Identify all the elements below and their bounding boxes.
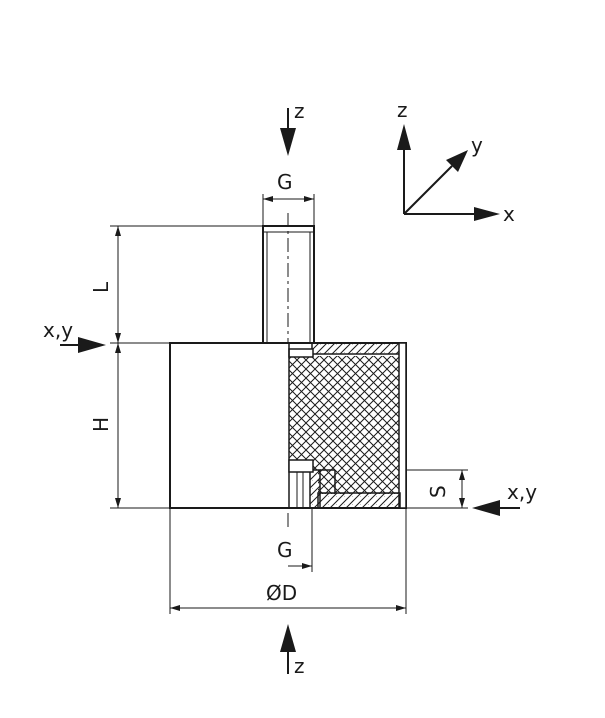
section-bottom-insert: [288, 459, 401, 509]
z-top-arrow: [280, 108, 296, 156]
xy-left-arrow: [60, 337, 106, 353]
axis-z-label: z: [397, 98, 408, 122]
section-top-plate: [288, 342, 407, 509]
g-top-dimension: [262, 194, 315, 228]
xy-left-label: x,y: [43, 318, 73, 342]
xy-right-label: x,y: [507, 480, 537, 504]
axis-y-label: y: [471, 133, 483, 157]
z-bottom-label: z: [294, 654, 305, 678]
z-top-label: z: [294, 99, 305, 123]
s-dimension: [406, 469, 468, 509]
l-h-dimensions: [110, 225, 263, 509]
g-bottom-dimension: [288, 508, 313, 572]
h-label: H: [89, 417, 113, 432]
z-bottom-arrow: [280, 624, 296, 674]
g-top-label: G: [277, 170, 293, 194]
d-label: ØD: [266, 581, 297, 605]
xy-right-arrow: [472, 500, 520, 516]
s-label: S: [426, 485, 450, 498]
axis-triad: [397, 124, 500, 221]
l-label: L: [89, 281, 113, 293]
g-bottom-label: G: [277, 538, 293, 562]
d-dimension: [169, 508, 407, 614]
axis-x-label: x: [503, 202, 515, 226]
section-rubber: [289, 356, 401, 494]
